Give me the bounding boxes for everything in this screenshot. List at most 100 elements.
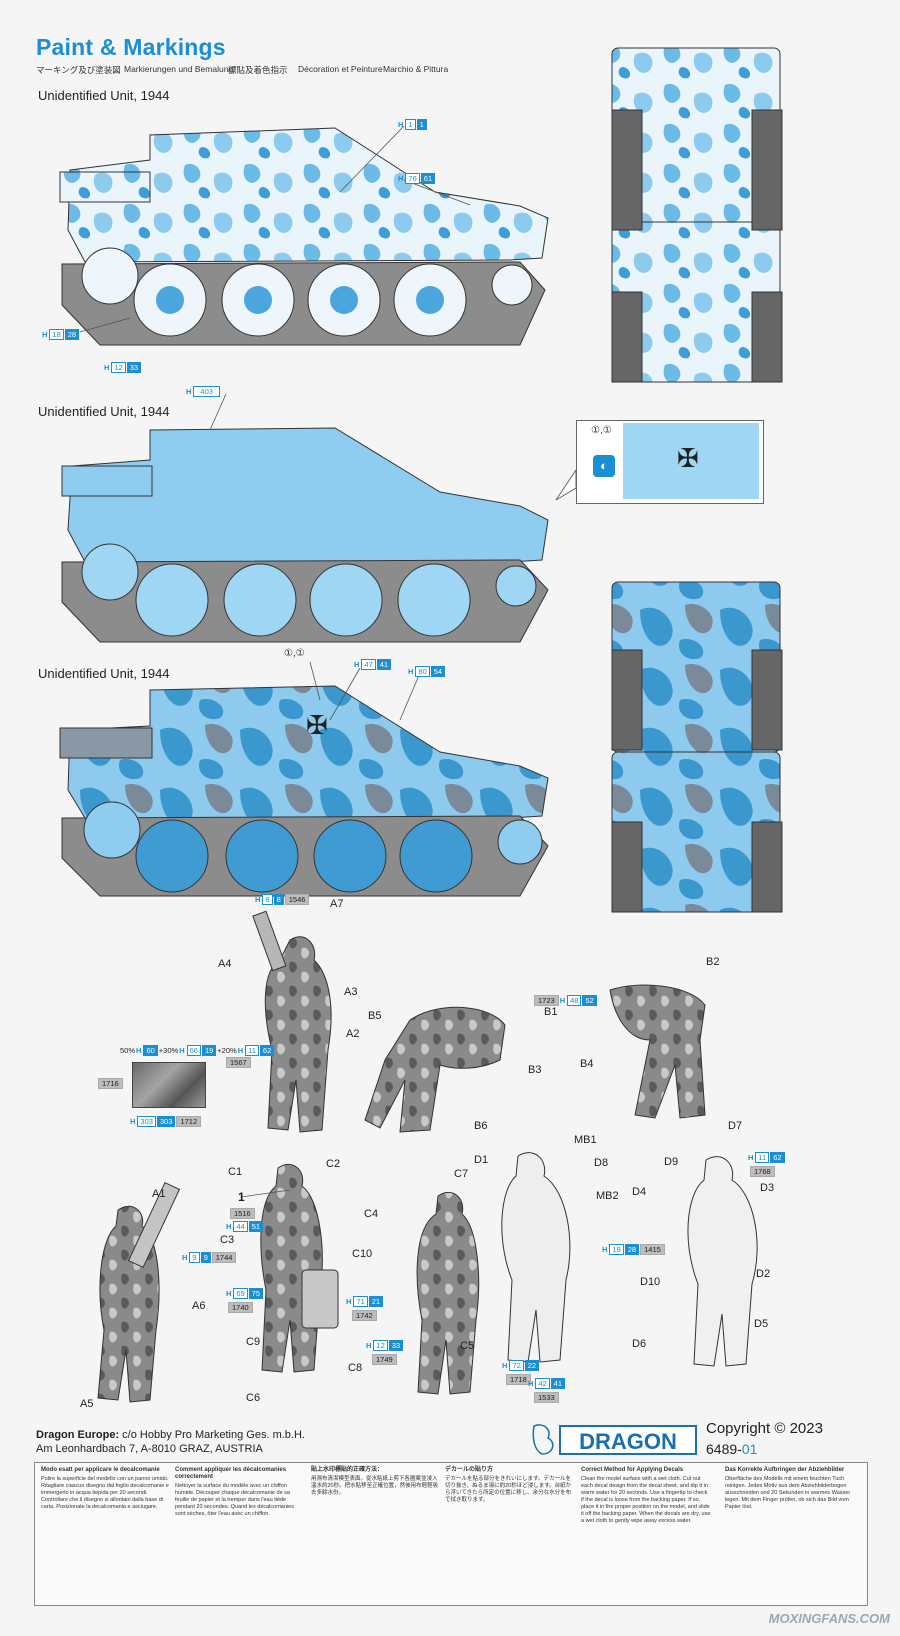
subtitle-zh: 標貼及着色指示 [228,65,288,75]
decal-side-icon: ◐ [593,455,615,477]
part-label: C5 [460,1340,475,1352]
part-label: C2 [326,1158,341,1170]
part-label: A3 [344,986,358,998]
part-label: D2 [756,1268,771,1280]
part-label: MB2 [596,1190,619,1202]
part-label: D9 [664,1156,679,1168]
paint-tag: 1516 [230,1208,255,1219]
paint-tag: 1768 [750,1166,775,1177]
part-label: C1 [228,1166,243,1178]
paint-tag: 1742 [352,1310,377,1321]
tank-1-side [59,127,549,346]
tank-2-side [61,427,549,643]
part-label: A1 [152,1188,166,1200]
part-label: D4 [632,1186,647,1198]
tank-3-side [59,685,549,897]
logo-text: DRAGON [579,1429,677,1454]
part-label: B5 [368,1010,382,1022]
decal-marking-number: ①,① [591,425,612,436]
part-label: D3 [760,1182,775,1194]
decal-placement-panel: ①,① ◐ ✠ [576,420,764,504]
balkenkreuz-icon: ✠ [306,710,328,740]
subtitle-fr: Décoration et Peinture [298,64,383,74]
instruction-col: Comment appliquer les décalcomanies corr… [175,1467,294,1517]
callout-pointer [555,468,577,501]
part-label: D10 [640,1276,661,1288]
paint-tag: 1749 [372,1354,397,1365]
part-label: B4 [580,1058,594,1070]
instruction-col: Das Korrekte Aufbringen der Abziehbilder… [725,1467,851,1510]
part-label: C3 [220,1234,235,1246]
part-label: D1 [474,1154,489,1166]
part-label: A7 [330,898,344,910]
paint-tag: 1716 [98,1078,123,1089]
part-label: C4 [364,1208,379,1220]
part-label: A6 [192,1300,206,1312]
part-label: D7 [728,1120,743,1132]
part-label: C7 [454,1168,469,1180]
part-label: A5 [80,1398,94,1410]
part-label: D5 [754,1318,769,1330]
paint-tag: 1718 [506,1374,531,1385]
part-label: B2 [706,956,720,968]
subtitle-de: Markierungen und Bemalung [124,64,234,74]
part-label: A2 [346,1028,360,1040]
part-label: C10 [352,1248,373,1260]
paint-tag: 1567 [226,1057,251,1068]
artwork [59,47,783,1403]
part-label: B3 [528,1064,542,1076]
watermark: MOXINGFANS.COM [768,1611,890,1626]
address-line-1: c/o Hobby Pro Marketing Ges. m.b.H. [119,1429,305,1441]
part-label: C9 [246,1336,261,1348]
company-name: Dragon Europe: [36,1429,120,1441]
profile-1-unit: Unidentified Unit, 1944 [38,88,170,103]
address-line-2: Am Leonhardbach 7, A-8010 GRAZ, AUSTRIA [36,1443,263,1455]
part-label: B6 [474,1120,488,1132]
copyright: Copyright © 2023 [706,1420,823,1437]
decal-number: 1 [238,1190,245,1204]
page-title: Paint & Markings [36,34,226,60]
part-label: D6 [632,1338,647,1350]
part-label: D8 [594,1157,609,1169]
balkenkreuz-icon: ✠ [677,443,699,473]
part-label: A4 [218,958,232,970]
instruction-col: Modo esatt per applicare le decalcomanie… [41,1467,169,1510]
instruction-col: 貼上水印標貼的正確方法：用濕布清潔模型表面。從水貼紙上剪下各圖案並浸入溫水約20… [311,1467,439,1496]
dragon-logo: DRAGON [530,1420,698,1460]
company-address: Dragon Europe: c/o Hobby Pro Marketing G… [36,1428,305,1456]
decal-marking-number: ①,① [284,648,305,659]
profile-3-unit: Unidentified Unit, 1944 [38,666,170,681]
part-label: C8 [348,1362,363,1374]
part-label: B1 [544,1006,558,1018]
paint-tag: 1533 [534,1392,559,1403]
part-label: MB1 [574,1134,597,1146]
subtitle-it: Marchio & Pittura [383,64,449,74]
instruction-col: デカールの貼り方デカールを貼る部分をきれいにします。デカールを切り抜き、ぬるま湯… [445,1467,572,1503]
decal-instructions: Modo esatt per applicare le decalcomanie… [34,1462,868,1606]
camo-swatch [132,1062,206,1108]
kit-code: 6489-01 [706,1441,758,1457]
figures [97,910,758,1403]
profile-2-unit: Unidentified Unit, 1944 [38,404,170,419]
subtitle-ja: マーキング及び塗装図 [36,65,121,75]
